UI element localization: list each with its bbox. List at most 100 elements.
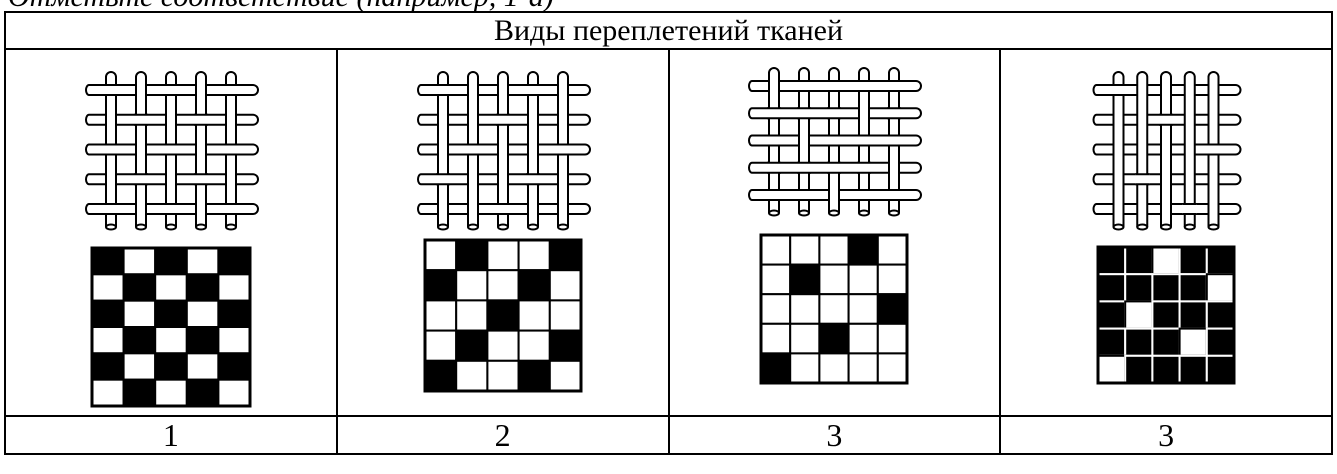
weft-crossing	[767, 136, 781, 146]
pattern-cell	[878, 294, 907, 324]
pattern-cell	[425, 361, 456, 391]
weave-figure-2	[338, 50, 668, 415]
pattern-cell	[1153, 301, 1180, 328]
pattern-cell	[549, 361, 580, 391]
pattern-cell	[1125, 301, 1152, 328]
pattern-cell	[1180, 301, 1207, 328]
warp-thread-end	[889, 211, 899, 216]
pattern-cell	[1098, 301, 1125, 328]
weft-crossing	[767, 163, 781, 173]
pattern-cell	[218, 274, 250, 300]
weave-cell-4	[1000, 49, 1332, 416]
pattern-cell	[487, 331, 518, 361]
pattern-cell	[820, 353, 849, 383]
pattern-cell	[456, 270, 487, 300]
warp-thread-end	[528, 225, 538, 230]
pattern-cell	[155, 327, 187, 353]
pattern-cell	[123, 248, 155, 274]
warp-thread-end	[1114, 225, 1124, 230]
pattern-cell	[456, 361, 487, 391]
pattern-cell	[155, 274, 187, 300]
weft-crossing	[857, 136, 871, 146]
weft-crossing	[104, 85, 118, 95]
pattern-cell	[123, 380, 155, 406]
pattern-cell	[1180, 274, 1207, 301]
warp-thread-end	[438, 225, 448, 230]
pattern-cell	[123, 274, 155, 300]
pattern-cell	[425, 300, 456, 330]
pattern-cell	[820, 294, 849, 324]
weft-crossing	[526, 174, 540, 184]
weave-illustration-1	[71, 58, 271, 243]
pattern-cell	[1153, 274, 1180, 301]
pattern-cell	[761, 353, 790, 383]
pattern-cell	[187, 274, 219, 300]
weft-crossing	[887, 190, 901, 200]
weft-crossing	[767, 190, 781, 200]
weft-crossing	[857, 190, 871, 200]
pattern-cell	[518, 331, 549, 361]
pattern-cell	[849, 265, 878, 295]
pattern-cell	[761, 265, 790, 295]
weft-crossing	[194, 115, 208, 125]
pattern-cell	[155, 380, 187, 406]
pattern-cell	[92, 248, 124, 274]
weave-figure-1	[6, 50, 336, 415]
pattern-cell	[878, 324, 907, 354]
warp-thread-end	[136, 225, 146, 230]
pattern-cell	[155, 248, 187, 274]
pattern-cell	[187, 301, 219, 327]
pattern-cell	[1207, 301, 1234, 328]
weft-crossing	[104, 204, 118, 214]
weave-illustration-2	[403, 58, 603, 243]
pattern-cell	[1125, 247, 1152, 274]
weft-crossing	[1135, 174, 1149, 184]
weft-crossing	[556, 145, 570, 155]
weft-crossing	[827, 136, 841, 146]
weft-crossing	[827, 81, 841, 91]
pattern-cell	[92, 301, 124, 327]
pattern-cell	[1180, 329, 1207, 356]
weave-types-table: Виды переплетений тканей	[4, 11, 1333, 455]
warp-thread-end	[166, 225, 176, 230]
pattern-cell	[791, 324, 820, 354]
weft-crossing	[164, 204, 178, 214]
pattern-cell	[1207, 247, 1234, 274]
pattern-cell	[761, 324, 790, 354]
pattern-cell	[1153, 329, 1180, 356]
warp-thread-end	[1137, 225, 1147, 230]
pattern-cell	[1125, 274, 1152, 301]
weft-crossing	[526, 85, 540, 95]
warp-thread	[196, 72, 206, 227]
weft-crossing	[436, 174, 450, 184]
pattern-cell	[1207, 274, 1234, 301]
pattern-cell	[487, 270, 518, 300]
weft-crossing	[224, 204, 238, 214]
weft-crossing	[827, 108, 841, 118]
pattern-cell	[878, 353, 907, 383]
weft-crossing	[1183, 204, 1197, 214]
pattern-cell	[1153, 356, 1180, 383]
pattern-cell	[761, 235, 790, 265]
pattern-cell	[92, 327, 124, 353]
pattern-cell	[425, 270, 456, 300]
weft-crossing	[224, 145, 238, 155]
warp-thread	[1137, 72, 1147, 227]
pattern-cell	[849, 353, 878, 383]
weft-crossing	[466, 145, 480, 155]
pattern-cell	[820, 324, 849, 354]
pattern-cell	[791, 235, 820, 265]
weft-crossing	[797, 163, 811, 173]
pattern-cell	[849, 235, 878, 265]
pattern-cell	[155, 353, 187, 379]
warp-thread-end	[226, 225, 236, 230]
pattern-cell	[518, 240, 549, 270]
weft-crossing	[887, 136, 901, 146]
weave-grid-1	[90, 246, 252, 408]
number-cell-2: 2	[337, 416, 669, 454]
weft-crossing	[887, 108, 901, 118]
pattern-cell	[92, 353, 124, 379]
pattern-cell	[425, 331, 456, 361]
pattern-cell	[187, 248, 219, 274]
weft-crossing	[1112, 85, 1126, 95]
